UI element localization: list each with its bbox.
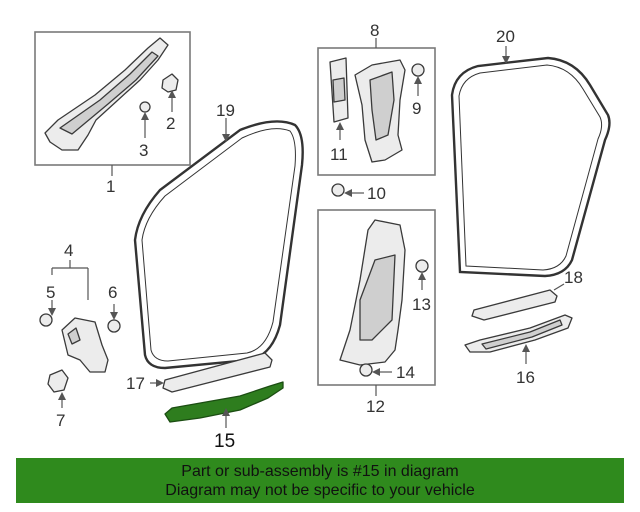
callout-10: 10 (367, 184, 386, 203)
callout-15: 15 (214, 431, 235, 452)
clip-part-2[interactable] (161, 73, 179, 93)
callout-8: 8 (370, 21, 379, 40)
callout-18: 18 (564, 268, 583, 287)
front-door-scuff-plate-15[interactable] (164, 381, 284, 423)
notice-banner: Part or sub-assembly is #15 in diagram D… (16, 458, 624, 503)
cowl-side-trim-4[interactable] (61, 317, 109, 373)
callout-2: 2 (166, 114, 175, 133)
notice-line-1: Part or sub-assembly is #15 in diagram (181, 463, 459, 480)
callout-20: 20 (496, 27, 515, 46)
callout-7: 7 (56, 411, 65, 430)
scuff-plate-18[interactable] (471, 289, 558, 321)
notice-line-2: Diagram may not be specific to your vehi… (165, 482, 475, 499)
cap-part-7[interactable] (47, 369, 69, 393)
callout-14: 14 (396, 363, 415, 382)
callout-3: 3 (139, 141, 148, 160)
callout-4: 4 (64, 241, 73, 260)
callout-12: 12 (366, 397, 385, 416)
clip-part-10[interactable] (331, 183, 345, 197)
scuff-plate-17[interactable] (162, 352, 273, 393)
clip-part-3[interactable] (139, 101, 151, 113)
clip-part-13[interactable] (415, 259, 429, 273)
door-weatherstrip-20[interactable] (450, 56, 611, 278)
clip-part-5[interactable] (39, 313, 53, 327)
clip-part-9[interactable] (411, 63, 425, 77)
callout-11: 11 (330, 145, 348, 164)
callout-17: 17 (126, 374, 145, 393)
callout-5: 5 (46, 283, 55, 302)
callout-16: 16 (516, 368, 535, 387)
clip-part-6[interactable] (107, 319, 121, 333)
parts-diagram: 2 3 1 19 4 5 6 7 8 11 9 10 13 14 (34, 21, 611, 452)
a-pillar-garnish-edge (59, 51, 159, 135)
door-weatherstrip-19[interactable] (133, 120, 304, 370)
callout-13: 13 (412, 295, 431, 314)
callout-9: 9 (412, 99, 421, 118)
clip-part-14[interactable] (359, 363, 373, 377)
callout-6: 6 (108, 283, 117, 302)
callout-19: 19 (216, 101, 235, 120)
callout-1: 1 (106, 177, 115, 196)
rear-scuff-plate-16[interactable] (464, 314, 573, 353)
